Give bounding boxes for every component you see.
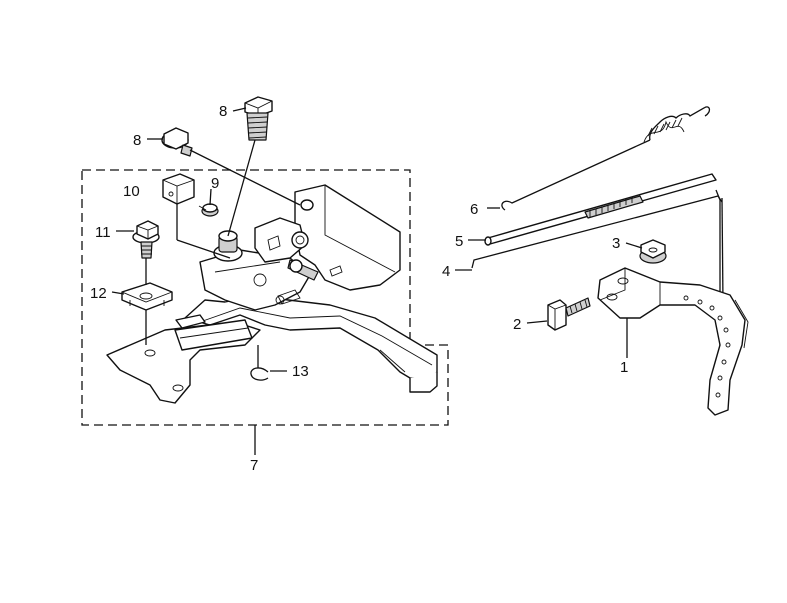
base-plate: [106, 319, 261, 404]
callout-8-lower: 8: [133, 132, 141, 149]
callout-11: 11: [95, 224, 111, 241]
lever-arm: [199, 230, 311, 311]
assembly-boundary: [81, 169, 449, 426]
bolt-8-flanged: [161, 127, 193, 157]
bolt-2: [547, 297, 591, 331]
callout-10: 10: [123, 183, 140, 200]
rod-5: [484, 173, 717, 246]
screw-9: [198, 203, 219, 217]
leader-lines: [111, 107, 643, 455]
lever-bracket-1: [597, 267, 749, 416]
callout-4: 4: [442, 263, 450, 280]
nut-3: [639, 239, 667, 264]
linkage-block: [254, 217, 319, 281]
callout-6: 6: [470, 201, 478, 218]
bolt-11: [132, 220, 160, 259]
callouts: 1 2 3 4 5 6 7 8 8 9 10 11 12 13: [90, 103, 628, 474]
control-plate: [184, 295, 438, 393]
callout-9: 9: [211, 175, 219, 192]
callout-8-upper: 8: [219, 103, 227, 120]
callout-5: 5: [455, 233, 463, 250]
small-link: [175, 314, 206, 329]
clip-12: [121, 282, 173, 311]
callout-1: 1: [620, 359, 628, 376]
block-10: [162, 173, 195, 205]
bolt-8-long: [244, 96, 273, 141]
clip-13: [250, 367, 269, 381]
callout-7: 7: [250, 457, 258, 474]
callout-13: 13: [292, 363, 309, 380]
callout-3: 3: [612, 235, 620, 252]
callout-2: 2: [513, 316, 521, 333]
spring-rod-6: [501, 106, 711, 211]
callout-12: 12: [90, 285, 107, 302]
